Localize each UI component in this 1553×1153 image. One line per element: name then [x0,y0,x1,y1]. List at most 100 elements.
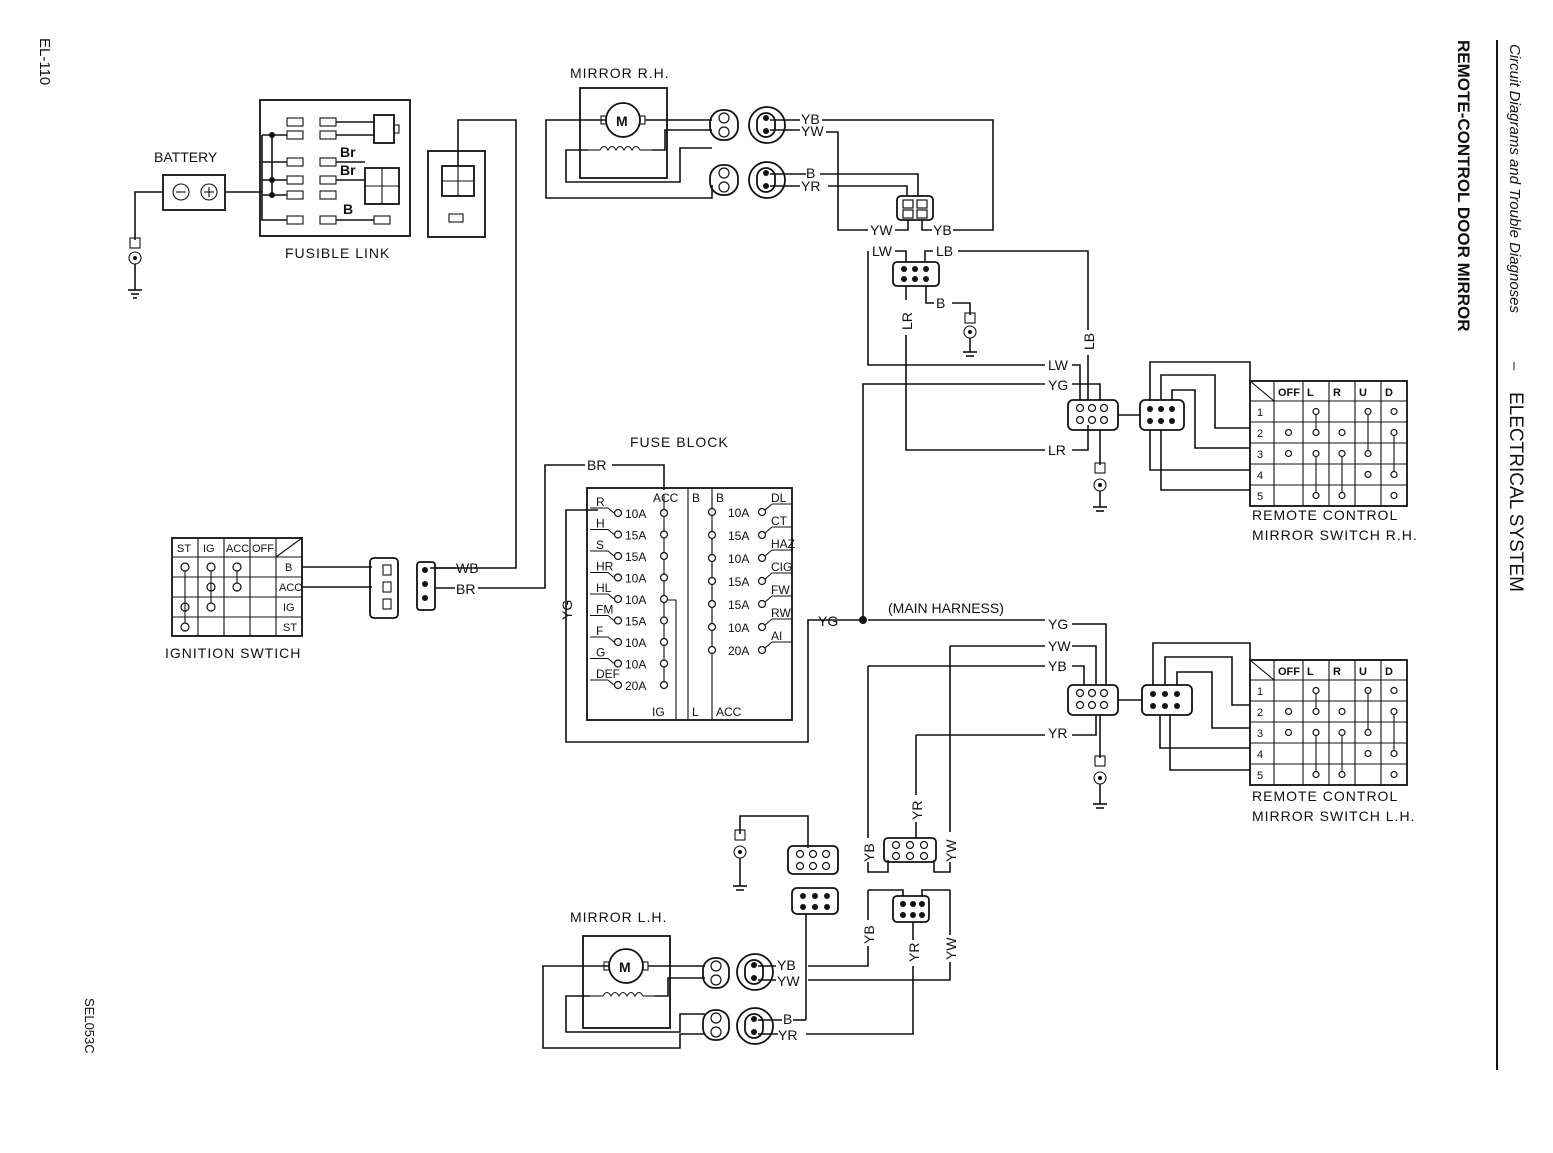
fuse-left-h: H 15A [590,517,669,543]
figure-code: SEL053C [82,998,97,1054]
switch-col-off: OFF [1278,387,1300,399]
switch-rh-label-2: MIRROR SWITCH R.H. [1252,527,1418,543]
fuse-circuit: R [596,495,605,509]
ign-col-st: ST [177,543,191,555]
fuse-amp: 10A [625,507,646,521]
fuse-holder [427,150,486,238]
fuse-amp: 10A [625,658,646,672]
fusible-br-1: Br [340,144,356,160]
switch-col-r: R [1333,387,1341,399]
fuse-circuit: RW [771,606,791,620]
switch-col-r: R [1333,666,1341,678]
switch-row-5: 5 [1257,491,1263,503]
fuse-circuit: FM [596,603,613,617]
fuse-amp: 10A [625,593,646,607]
wire-yg-sw-lh: YG [1048,616,1068,632]
fuse-circuit: G [596,646,605,660]
ign-row-acc: ACC [279,582,302,594]
switch-row-2: 2 [1257,428,1263,440]
fuse-amp: 15A [728,575,749,589]
fuse-circuit: CT [771,514,788,528]
wire-rh-yb: YB [801,111,820,127]
wire-yb-sw-lh: YB [1048,658,1067,674]
wire-lr2: LR [1048,442,1066,458]
ign-col-ig: IG [203,543,215,555]
switch-col-u: U [1359,387,1367,399]
wire-yg-main: YG [818,613,838,629]
bus-l: L [692,705,699,719]
switch-row-1: 1 [1257,686,1263,698]
switch-rh-label-1: REMOTE CONTROL [1252,507,1398,523]
fuse-circuit: DL [771,491,787,505]
wire-lh-b: B [783,1011,792,1027]
fuse-circuit: F [596,624,603,638]
fuse-left-hl: HL 10A [590,581,669,607]
running-header-section: ELECTRICAL SYSTEM [1505,392,1526,592]
mirror-rh-label: MIRROR R.H. [570,65,670,81]
fuse-circuit: AI [771,629,782,643]
fuse-amp: 15A [625,550,646,564]
fusible-link-label: FUSIBLE LINK [285,245,390,261]
switch-row-5: 5 [1257,770,1263,782]
wire-rh-yr: YR [801,178,820,194]
wire-rh-yw2: YW [870,222,893,238]
fuse-amp: 15A [625,529,646,543]
fuse-amp: 10A [625,572,646,586]
fuse-circuit: DEF [596,667,620,681]
fuse-amp: 20A [625,679,646,693]
fuse-amp: 10A [728,552,749,566]
bus-acc-bottom: ACC [716,705,742,719]
section-title: REMOTE-CONTROL DOOR MIRROR [1454,40,1473,332]
battery: BATTERY [128,149,262,299]
wire-wb: WB [456,560,479,576]
fuse-right-ai: 20A AI [707,629,792,658]
switch-col-d: D [1385,387,1393,399]
wire-yg-sw-rh: YG [1048,377,1068,393]
wire-yw-sw-lh: YW [1048,638,1071,654]
wire-lh-yw-v2: YW [943,937,959,960]
motor-rh: M [616,113,628,129]
switch-lh-label-1: REMOTE CONTROL [1252,788,1398,804]
switch-row-3: 3 [1257,449,1263,461]
wire-lh-yr-v1: YR [909,801,925,820]
wire-lw1: LW [872,243,893,259]
ign-row-st: ST [283,622,297,634]
mirror-lh: MIRROR L.H. M [542,909,705,1049]
mirror-rh: MIRROR R.H. M [545,65,713,199]
ign-col-off: OFF [252,543,274,555]
fuse-left-def: DEF 20A [590,667,669,693]
fusible-br-2: Br [340,162,356,178]
fuse-circuit: H [596,517,605,531]
running-header-dash: – [1506,362,1523,371]
switch-row-1: 1 [1257,407,1263,419]
fuse-amp: 20A [728,644,749,658]
wire-lh-yr: YR [778,1027,797,1043]
ign-col-acc: ACC [226,543,249,555]
fuse-right-ct: 15A CT [707,514,792,543]
wire-rh-yw: YW [801,123,824,139]
fusible-b: B [343,201,353,217]
fuse-circuit: HL [596,581,612,595]
ign-row-b: B [285,562,292,574]
fuse-amp: 15A [728,529,749,543]
motor-lh: M [619,959,631,975]
ign-row-ig: IG [283,602,295,614]
bus-ig: IG [652,705,665,719]
bus-acc-top: ACC [653,491,679,505]
ignition-switch-label: IGNITION SWTICH [165,645,301,661]
fuse-left-s: S 15A [590,538,669,564]
switch-lh-label-2: MIRROR SWITCH L.H. [1252,808,1415,824]
fuse-circuit: S [596,538,604,552]
bus-b2: B [716,491,724,505]
fusible-link: Br Br B FUSIBLE LINK [259,99,411,261]
